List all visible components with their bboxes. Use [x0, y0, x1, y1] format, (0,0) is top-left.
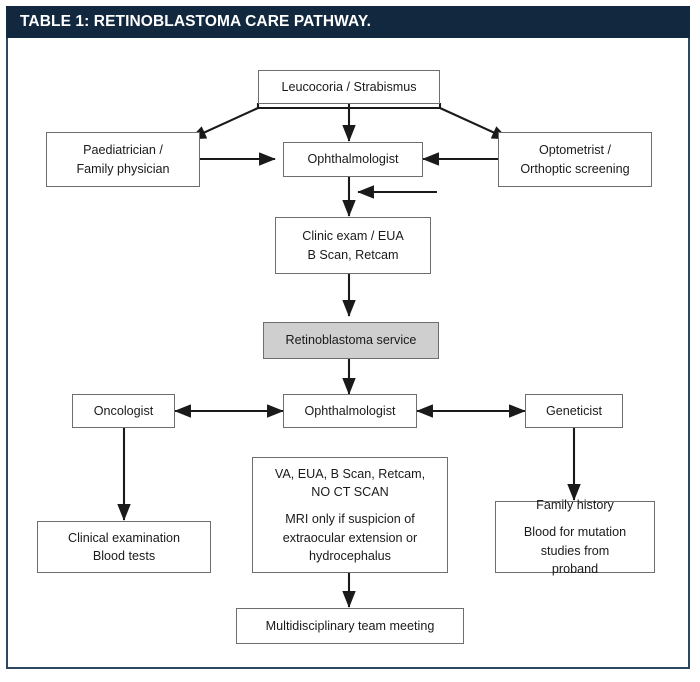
node-optometrist-line2: Orthoptic screening — [520, 161, 630, 176]
node-clinic-exam-line1: Clinic exam / EUA — [302, 229, 404, 244]
node-investigations-p1-line2: NO CT SCAN — [311, 485, 389, 500]
node-optometrist-line1: Optometrist / — [538, 143, 612, 158]
table-title: TABLE 1: RETINOBLASTOMA CARE PATHWAY. — [20, 13, 372, 30]
node-investigations-para1: VA, EUA, B Scan, Retcam, NO CT SCAN — [275, 465, 425, 502]
node-mdt-meeting: Multidisciplinary team meeting — [236, 608, 464, 644]
node-oncologist: Oncologist — [72, 394, 175, 428]
node-geneticist-line1: Geneticist — [546, 403, 602, 418]
node-genetics-para1: Family history — [536, 496, 614, 514]
node-geneticist: Geneticist — [525, 394, 623, 428]
node-optometrist: Optometrist / Orthoptic screening — [498, 132, 652, 187]
node-retinoblastoma-service: Retinoblastoma service — [263, 322, 439, 359]
node-investigations-para2: MRI only if suspicion of extraocular ext… — [283, 510, 417, 565]
node-ophthalmologist-mid-line1: Ophthalmologist — [304, 403, 396, 418]
node-paediatrician: Paediatrician / Family physician — [46, 132, 200, 187]
node-investigations-p2-line1: MRI only if suspicion of — [285, 512, 415, 527]
node-mdt-meeting-line1: Multidisciplinary team meeting — [265, 618, 435, 633]
node-genetics-p2-line2: studies from — [540, 543, 610, 558]
node-retinoblastoma-service-line1: Retinoblastoma service — [285, 333, 417, 348]
node-clinical-exam-blood-line1: Clinical examination — [68, 530, 180, 545]
table-title-bar: TABLE 1: RETINOBLASTOMA CARE PATHWAY. — [6, 6, 690, 38]
node-investigations-p2-line2: extraocular extension or — [282, 530, 418, 545]
node-clinical-exam-blood: Clinical examination Blood tests — [37, 521, 211, 573]
node-investigations-p1-line1: VA, EUA, B Scan, Retcam, — [274, 466, 426, 481]
node-genetics-para2: Blood for mutation studies from proband — [524, 523, 626, 578]
node-ophthalmologist-top-line1: Ophthalmologist — [307, 152, 399, 167]
node-oncologist-line1: Oncologist — [93, 403, 154, 418]
node-clinic-exam: Clinic exam / EUA B Scan, Retcam — [275, 217, 431, 274]
node-investigations-p2-line3: hydrocephalus — [309, 548, 391, 563]
node-investigations: VA, EUA, B Scan, Retcam, NO CT SCAN MRI … — [252, 457, 448, 573]
node-genetics-p2-line3: proband — [551, 561, 599, 576]
node-clinic-exam-line2: B Scan, Retcam — [307, 247, 399, 262]
node-genetics-p1-line1: Family history — [536, 498, 614, 512]
node-presentation-line1: Leucocoria / Strabismus — [281, 79, 417, 94]
node-clinical-exam-blood-line2: Blood tests — [92, 549, 156, 563]
node-paediatrician-line2: Family physician — [76, 161, 170, 176]
node-presentation: Leucocoria / Strabismus — [258, 70, 440, 104]
node-genetics-p2-line1: Blood for mutation — [523, 525, 627, 540]
node-genetics: Family history Blood for mutation studie… — [495, 498, 655, 576]
node-ophthalmologist-top: Ophthalmologist — [283, 142, 423, 177]
node-paediatrician-line1: Paediatrician / — [83, 143, 163, 158]
node-ophthalmologist-mid: Ophthalmologist — [283, 394, 417, 428]
